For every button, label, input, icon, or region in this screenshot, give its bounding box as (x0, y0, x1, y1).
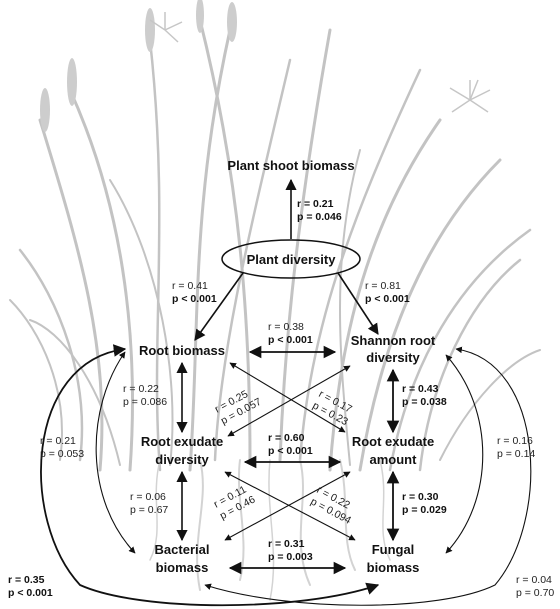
node-root-exudate-diversity-2: diversity (155, 452, 209, 467)
stat-rootbiomass-exdiv-p: p = 0.086 (123, 396, 167, 408)
arrow-diversity-shannon (337, 272, 379, 335)
node-fungal-biomass-2: biomass (367, 560, 420, 575)
node-root-exudate-amount-2: amount (370, 452, 418, 467)
stat-div-rootbiomass-r: r = 0.41 (172, 280, 208, 292)
arrow-shannon-bacterial-outer (204, 346, 532, 606)
stat-rootbiomass-exdiv-r: r = 0.22 (123, 383, 159, 395)
node-shannon-root-diversity-1: Shannon root (351, 333, 436, 348)
node-root-biomass: Root biomass (139, 343, 225, 358)
stat-outer-left-r: r = 0.35 (8, 574, 45, 586)
stat-exdiv-bact-r: r = 0.06 (130, 491, 166, 503)
stat-outer-right-r: r = 0.04 (516, 574, 552, 586)
stat-examt-fungal-p: p = 0.029 (402, 504, 447, 516)
stat-shannon-fungal-p: p = 0.14 (497, 448, 535, 460)
stat-div-shannon-p: p < 0.001 (365, 293, 410, 305)
stat-outer-left-p: p < 0.001 (8, 587, 53, 599)
stat-examt-fungal-r: r = 0.30 (402, 491, 439, 503)
node-plant-shoot-biomass: Plant shoot biomass (227, 158, 354, 173)
stat-bact-fungal-p: p = 0.003 (268, 551, 313, 563)
stat-exdiv-examt-p: p < 0.001 (268, 445, 313, 457)
stat-div-shannon-r: r = 0.81 (365, 280, 401, 292)
node-root-exudate-amount-1: Root exudate (352, 434, 434, 449)
stat-exdiv-bact-p: p = 0.67 (130, 504, 168, 516)
stat-rootbiomass-bact-r: r = 0.21 (40, 435, 76, 447)
stat-shannon-fungal-r: r = 0.16 (497, 435, 533, 447)
stat-div-shoot-p: p = 0.046 (297, 211, 342, 223)
grass-illustration (9, 0, 541, 601)
stat-shannon-examt-p: p = 0.038 (402, 396, 447, 408)
stat-exdiv-examt-r: r = 0.60 (268, 432, 305, 444)
node-bacterial-biomass-2: biomass (156, 560, 209, 575)
stat-rootbiomass-shannon-r: r = 0.38 (268, 321, 304, 333)
stat-outer-right-p: p = 0.70 (516, 587, 554, 599)
node-root-exudate-diversity-1: Root exudate (141, 434, 223, 449)
stat-div-rootbiomass-p: p < 0.001 (172, 293, 217, 305)
node-shannon-root-diversity-2: diversity (366, 350, 420, 365)
plant-diversity-ellipse (221, 239, 361, 279)
stat-shannon-examt-r: r = 0.43 (402, 383, 439, 395)
node-plant-diversity: Plant diversity (247, 252, 337, 267)
node-bacterial-biomass-1: Bacterial (155, 542, 210, 557)
arrow-shannon-fungal-curve (445, 354, 484, 554)
arrow-diversity-rootbiomass (194, 272, 244, 341)
stat-rootbiomass-shannon-p: p < 0.001 (268, 334, 313, 346)
stat-rootbiomass-bact-p: p = 0.053 (40, 448, 84, 460)
stat-div-shoot-r: r = 0.21 (297, 198, 334, 210)
stat-bact-fungal-r: r = 0.31 (268, 538, 305, 550)
node-fungal-biomass-1: Fungal (372, 542, 415, 557)
arrow-rootbiomass-fungal-outer (40, 344, 380, 607)
